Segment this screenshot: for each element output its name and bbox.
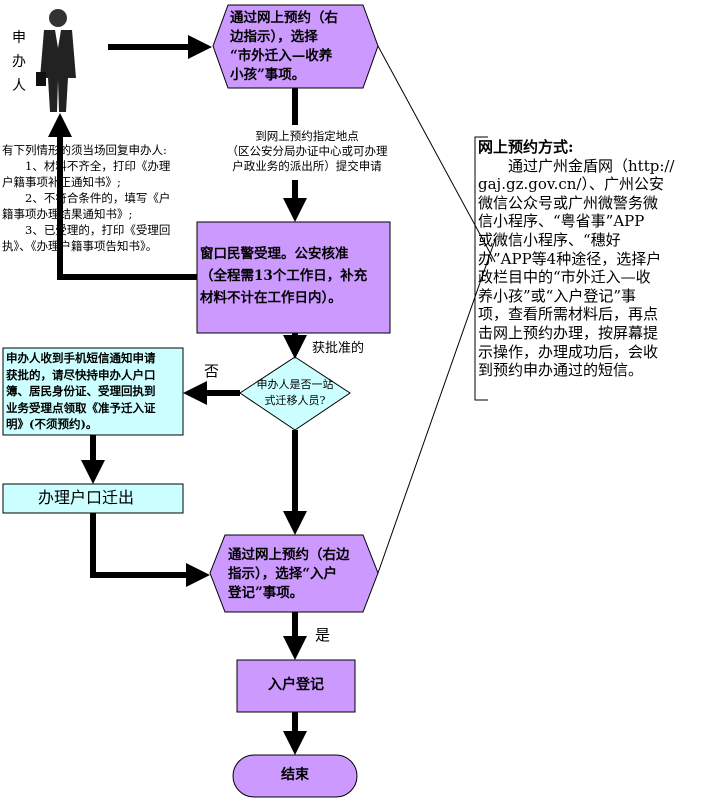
sms-box: [2, 347, 184, 436]
step3-hexagon: [209, 534, 379, 613]
move-out-box: [2, 483, 184, 514]
submit-note: 到网上预约指定地点（区公安分局办证中心或可办理户政业务的派出所）提交申请: [226, 129, 388, 173]
register-box: [236, 659, 356, 713]
move-out-text: 办理户口迁出: [38, 488, 135, 507]
approved-label: 获批准的: [312, 341, 365, 356]
step1-text: 通过网上预约（右边指示），选择“市外迁入—收养小孩”事项。: [230, 10, 338, 83]
person-icon: [36, 9, 76, 112]
sms-text: 申办人收到手机短信通知申请获批的，请尽快持申办人户口簿、居民身份证、受理回执到业…: [6, 351, 156, 431]
step3-text: 通过网上预约（右边指示），选择“入户登记”事项。: [228, 546, 350, 601]
online-box: 网上预约方式: 通过广州金盾网（http://gaj.gz.gov.cn/）、广…: [478, 138, 703, 380]
reply-note: 有下列情形的须当场回复申办人: 1、材料不齐全，打印《办理户籍事项补正通知书》;…: [2, 143, 171, 253]
register-text: 入户登记: [268, 677, 324, 693]
end-text: 结束: [281, 767, 309, 783]
no-label: 否: [204, 362, 220, 380]
decision-text: 申办人是否一站式迁移人员?: [256, 378, 334, 407]
end-terminal: [232, 754, 358, 798]
online-box-title: 网上预约方式:: [478, 138, 574, 156]
applicant-label: 申办人: [12, 30, 26, 94]
step1-hexagon: [212, 4, 379, 89]
yes-label: 是: [315, 626, 331, 644]
step2-text: 窗口民警受理。公安核准（全程需13个工作日，补充材料不计在工作日内）。: [200, 246, 368, 306]
callout-lines: [377, 45, 496, 574]
step2-box: [196, 221, 391, 334]
